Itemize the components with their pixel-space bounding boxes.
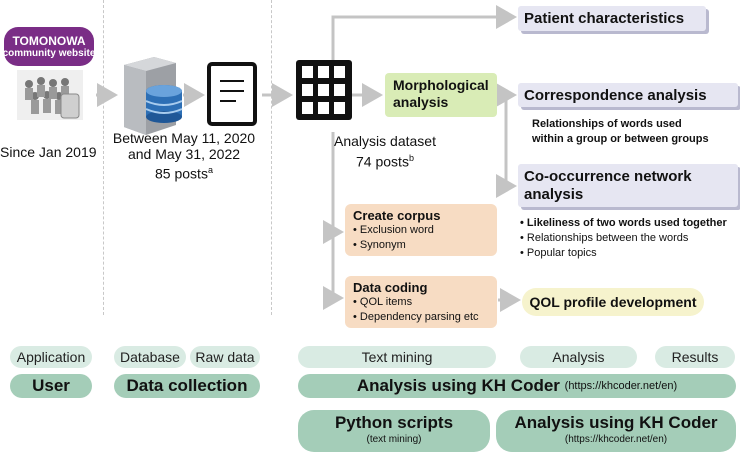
legend-python-scripts: Python scripts (text mining) [298, 410, 490, 452]
correspondence-analysis-box: Correspondence analysis [518, 83, 738, 107]
separator-1 [103, 0, 104, 315]
corpus-item-2: • Synonym [353, 239, 406, 251]
cooccurrence-bullets: • Likeliness of two words used together … [520, 216, 727, 261]
dataset-label: Analysis dataset [334, 133, 436, 149]
morph-line1: Morphological [393, 77, 489, 93]
cooc-bullet-2: • Relationships between the words [520, 232, 689, 244]
legend-results: Results [655, 346, 735, 368]
dataset-grid-icon [296, 60, 352, 125]
raw-data-document-icon [206, 61, 260, 134]
period-end: and May 31, 2022 [127, 146, 241, 162]
legend-analysis: Analysis [520, 346, 637, 368]
qol-profile-box: QOL profile development [522, 288, 704, 316]
correspondence-note-2: within a group or between groups [532, 133, 709, 145]
correspondence-notes: Relationships of words used within a gro… [532, 117, 709, 147]
morphological-analysis-box: Morphological analysis [385, 73, 497, 117]
correspondence-note-1: Relationships of words used [532, 118, 682, 130]
since-date: Since Jan 2019 [0, 144, 97, 160]
coding-item-2: • Dependency parsing etc [353, 311, 479, 323]
data-coding-box: Data coding • QOL items • Dependency par… [345, 276, 497, 328]
dataset-posts: 74 postsb [356, 153, 414, 170]
database-server-icon [120, 55, 186, 142]
legend-application: Application [10, 346, 92, 368]
period-start: Between May 11, 2020 [112, 130, 256, 146]
patient-characteristics-box: Patient characteristics [518, 6, 706, 31]
cooc-bullet-3: • Popular topics [520, 247, 597, 259]
community-photo-icon [17, 70, 83, 120]
legend-kh-coder-2: Analysis using KH Coder (https://khcoder… [496, 410, 736, 452]
coding-item-1: • QOL items [353, 296, 413, 308]
legend-user: User [10, 374, 92, 398]
separator-2 [271, 0, 272, 315]
corpus-item-1: • Exclusion word [353, 224, 434, 236]
analysis-dataset: Analysis dataset 74 postsb [330, 133, 440, 171]
legend-kh-coder: Analysis using KH Coder (https://khcoder… [298, 374, 736, 398]
corpus-title: Create corpus [353, 208, 441, 223]
community-subtitle: community website [2, 48, 96, 59]
legend-data-collection: Data collection [114, 374, 260, 398]
legend-raw-data: Raw data [190, 346, 260, 368]
collected-posts: 85 postsa [155, 165, 213, 182]
legend-text-mining: Text mining [298, 346, 496, 368]
cooccurrence-network-box: Co-occurrence network analysis [518, 164, 738, 207]
create-corpus-box: Create corpus • Exclusion word • Synonym [345, 204, 497, 256]
community-badge: TOMONOWA community website [2, 27, 96, 66]
collection-period: Between May 11, 2020 and May 31, 2022 85… [104, 130, 264, 182]
coding-title: Data coding [353, 280, 428, 295]
legend-database: Database [114, 346, 186, 368]
cooc-line-2: analysis [524, 185, 584, 203]
morph-line2: analysis [393, 94, 449, 110]
community-name: TOMONOWA [12, 34, 86, 48]
cooc-line-1: Co-occurrence network [524, 167, 692, 185]
cooc-bullet-1: • Likeliness of two words used together [520, 217, 727, 229]
